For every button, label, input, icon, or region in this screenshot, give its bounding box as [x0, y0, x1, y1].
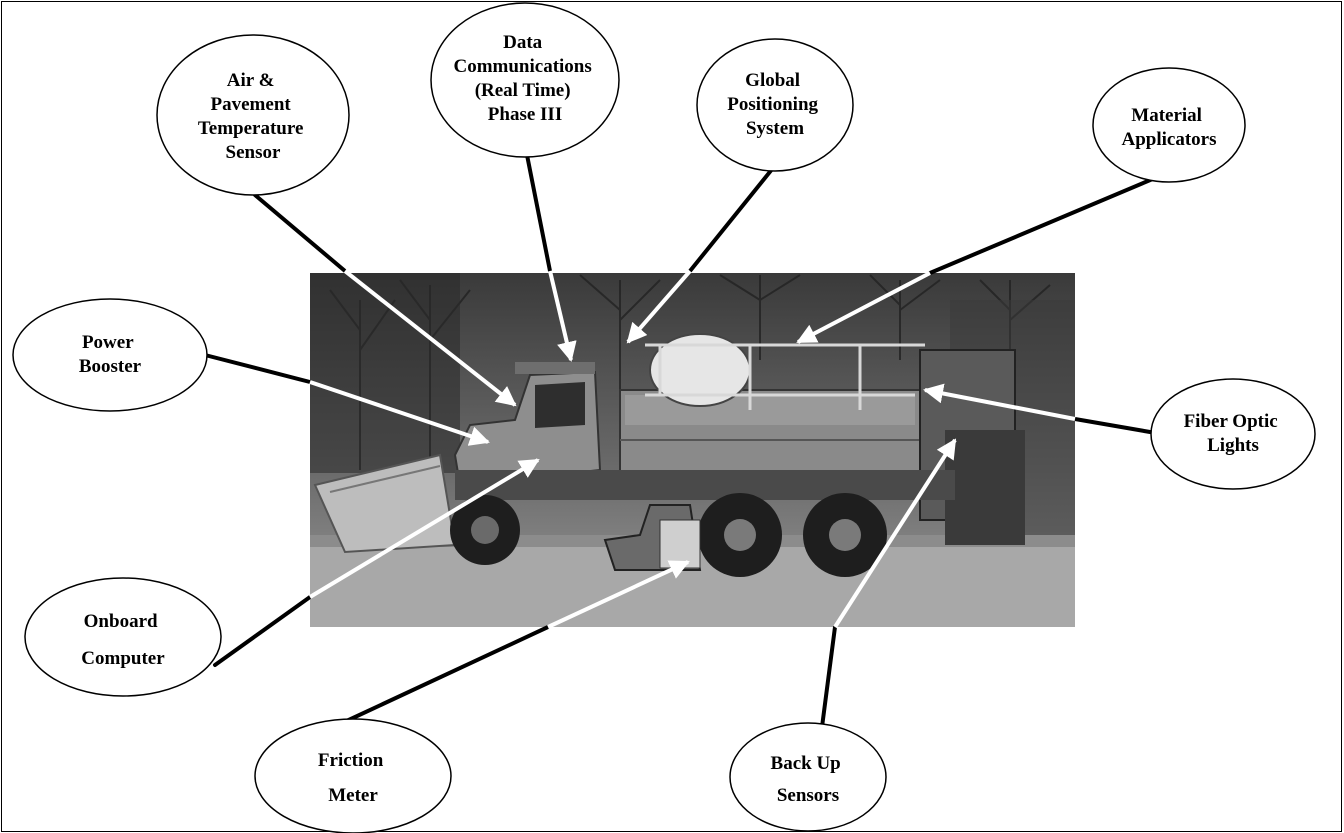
svg-text:Data Communications: Data Communications (Real Time) Phase II…	[453, 32, 596, 125]
callout-power: Power Booster	[12, 298, 208, 412]
svg-text:Global Positioning: Global Positioning System	[727, 70, 823, 139]
line-onboard	[213, 595, 312, 667]
callout-fiber: Fiber Optic Lights	[1150, 378, 1316, 490]
arrow-onboard	[308, 458, 540, 599]
callout-friction: Friction Meter	[254, 718, 452, 833]
wheels	[450, 493, 887, 577]
line-friction	[338, 625, 550, 726]
arrow-friction	[547, 560, 690, 629]
svg-text:Air & Pavement Tem: Air & Pavement Temperature Sensor	[198, 70, 308, 163]
arrow-backup	[833, 438, 957, 629]
svg-text:Onboard Computer: Onboard Computer	[81, 611, 165, 669]
arrow-fiber	[923, 383, 1076, 421]
line-data-comm	[525, 153, 552, 273]
svg-text:Friction Meter: Friction Meter	[318, 750, 388, 806]
callout-gps: Global Positioning System	[696, 38, 854, 172]
callout-air-temp: Air & Pavement Temperature Sensor	[156, 34, 350, 196]
line-gps	[688, 166, 775, 273]
svg-text:Power Booster: Power Booster	[79, 332, 142, 377]
svg-text:Fiber Optic Lights: Fiber Optic Lights	[1184, 411, 1283, 456]
arrow-data-comm	[548, 270, 577, 362]
callout-data-comm: Data Communications (Real Time) Phase II…	[430, 2, 620, 158]
arrow-power	[309, 380, 490, 446]
arrow-gps	[626, 269, 692, 344]
leader-lines	[203, 153, 1157, 729]
svg-text:Back Up Sensors: Back Up Sensors	[771, 753, 846, 806]
svg-text:Material Applicators: Material Applicators	[1122, 105, 1217, 150]
line-backup	[820, 625, 837, 729]
arrow-air-temp	[343, 269, 517, 407]
line-material	[928, 176, 1157, 275]
pointer-arrows	[308, 269, 1076, 629]
callout-backup: Back Up Sensors	[729, 722, 887, 832]
line-fiber	[1073, 417, 1152, 434]
callout-material: Material Applicators	[1092, 67, 1246, 183]
line-power	[203, 353, 312, 384]
arrow-material	[796, 271, 931, 344]
truck-photo	[310, 273, 1075, 627]
callout-onboard: Onboard Computer	[24, 577, 222, 697]
line-air-temp	[253, 193, 347, 273]
